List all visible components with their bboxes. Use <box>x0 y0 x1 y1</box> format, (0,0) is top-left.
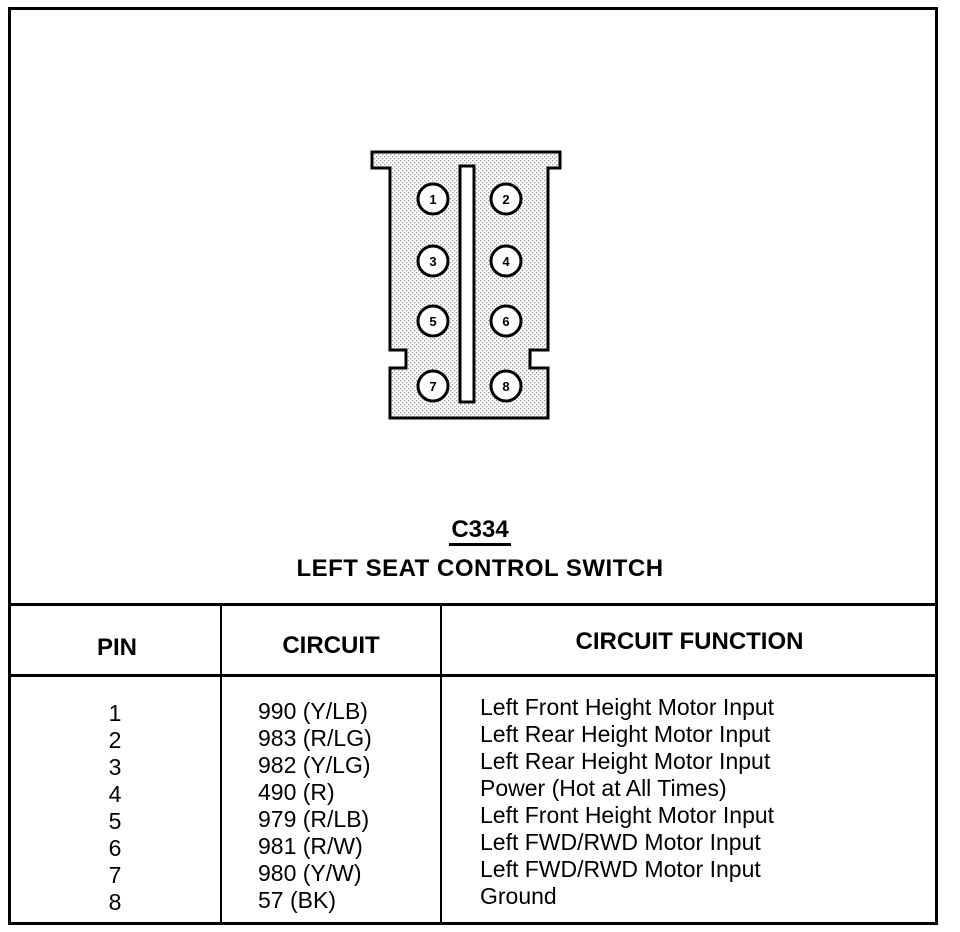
pin-number: 5 <box>429 314 436 329</box>
pin-number: 3 <box>429 254 436 269</box>
pin-number: 1 <box>429 192 436 207</box>
pin-cell: 3 <box>108 754 122 780</box>
function-column: Left Front Height Motor Input Left Rear … <box>480 694 930 910</box>
pin-3-terminal: 3 <box>416 244 450 278</box>
circuit-cell: 980 (Y/W) <box>258 860 362 886</box>
pin-circle <box>416 244 450 278</box>
pin-4-terminal: 4 <box>489 244 523 278</box>
pin-cell: 8 <box>108 889 122 915</box>
function-cell: Ground <box>480 883 557 909</box>
circuit-cell: 981 (R/W) <box>258 833 363 859</box>
function-cell: Left FWD/RWD Motor Input <box>480 856 761 882</box>
pin-number: 8 <box>502 379 509 394</box>
diagram-frame <box>8 7 938 925</box>
header-circuit: CIRCUIT <box>282 632 380 659</box>
pin-cell: 7 <box>108 862 122 888</box>
pin-7-terminal: 7 <box>416 369 450 403</box>
connector-id: C334 <box>0 516 960 546</box>
function-cell: Power (Hot at All Times) <box>480 775 727 801</box>
pin-circles: 1 2 3 4 5 6 7 8 <box>416 182 523 403</box>
pin-circle <box>489 244 523 278</box>
function-cell: Left FWD/RWD Motor Input <box>480 829 761 855</box>
function-cell: Left Front Height Motor Input <box>480 694 775 720</box>
table-divider-1 <box>220 606 222 924</box>
pin-cell: 5 <box>108 808 122 834</box>
pin-circle <box>416 369 450 403</box>
pin-number: 6 <box>502 314 509 329</box>
pin-column: 1 2 3 4 5 6 7 8 <box>60 700 170 916</box>
table-top-rule <box>11 603 937 606</box>
function-cell: Left Rear Height Motor Input <box>480 748 771 774</box>
pin-5-terminal: 5 <box>416 304 450 338</box>
pin-number: 4 <box>502 254 510 269</box>
pin-circle <box>416 304 450 338</box>
pin-1-terminal: 1 <box>416 182 450 216</box>
pin-number: 2 <box>502 192 509 207</box>
circuit-cell: 57 (BK) <box>258 887 336 913</box>
circuit-column: 990 (Y/LB) 983 (R/LG) 982 (Y/LG) 490 (R)… <box>258 698 438 914</box>
pin-cell: 2 <box>108 727 122 753</box>
table-divider-2 <box>440 606 442 924</box>
pin-circle <box>416 182 450 216</box>
circuit-cell: 983 (R/LG) <box>258 725 372 751</box>
pin-circle <box>489 182 523 216</box>
circuit-cell: 990 (Y/LB) <box>258 698 368 724</box>
pin-cell: 6 <box>108 835 122 861</box>
pin-6-terminal: 6 <box>489 304 523 338</box>
pin-8-terminal: 8 <box>489 369 523 403</box>
pin-cell: 4 <box>108 781 122 807</box>
pin-circle <box>489 369 523 403</box>
connector-key-slot <box>458 164 476 404</box>
pin-circle <box>489 304 523 338</box>
pin-number: 7 <box>429 379 436 394</box>
circuit-cell: 979 (R/LB) <box>258 806 370 832</box>
function-cell: Left Rear Height Motor Input <box>480 721 771 747</box>
connector-name: LEFT SEAT CONTROL SWITCH <box>296 555 664 582</box>
header-pin: PIN <box>96 634 137 661</box>
circuit-cell: 490 (R) <box>258 779 335 805</box>
header-circuit-function: CIRCUIT FUNCTION <box>575 628 804 655</box>
pin-cell: 1 <box>108 700 122 726</box>
function-cell: Left Front Height Motor Input <box>480 802 775 828</box>
circuit-cell: 982 (Y/LG) <box>258 752 371 778</box>
table-header-rule <box>11 674 937 677</box>
pin-2-terminal: 2 <box>489 182 523 216</box>
